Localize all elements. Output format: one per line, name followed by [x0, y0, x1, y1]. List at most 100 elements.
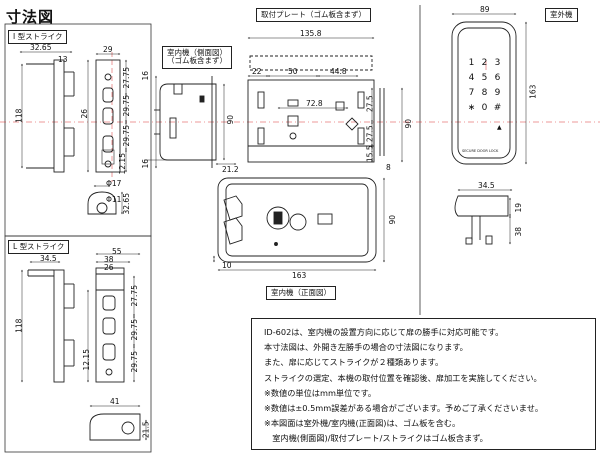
dim-27-75-l: 27.75 — [129, 285, 139, 307]
note-line: また、扉に応じてストライクが２種類あります。 — [264, 357, 444, 368]
dim-phi17: Φ17 — [106, 179, 122, 188]
dim-21-5: 21.5 — [141, 421, 151, 439]
dim-89: 89 — [480, 5, 490, 14]
dim-34-5-outdoor: 34.5 — [478, 181, 495, 190]
dim-27-5-b: 27.5 — [365, 125, 375, 143]
front-view-dims — [213, 177, 385, 271]
dim-29-75-l2: 29.75 — [129, 351, 139, 373]
dim-118-l: 118 — [14, 318, 24, 333]
key-6: 6 — [494, 73, 501, 83]
note-line: ※数値の単位はmm単位です。 — [264, 387, 377, 398]
dim-32-65-detail: 32.65 — [121, 193, 131, 215]
dim-41: 41 — [110, 397, 120, 406]
l-strike-dims — [21, 253, 141, 383]
key-hash: # — [493, 103, 502, 113]
dim-32-65: 32.65 — [30, 43, 52, 52]
dim-163-outdoor: 163 — [528, 84, 538, 99]
l-strike-side-plate — [53, 269, 65, 383]
dim-16-top: 16 — [141, 70, 151, 81]
dim-90-plate: 90 — [404, 118, 414, 129]
note-line: ストライクの選定、本機の取付位置を確認後、扉加工を実施してください。 — [264, 372, 542, 383]
note-line: ※数値は±0.5mm誤差がある場合がございます。予めご了承くださいませ。 — [264, 403, 544, 414]
dim-16-bottom: 16 — [141, 158, 151, 169]
dim-12-15-l: 12.15 — [81, 349, 91, 371]
notes-box: ID-602は、室内機の設置方向に応じて扉の勝手に対応可能です。 本寸法図は、外… — [251, 318, 596, 450]
panel-frames — [4, 5, 421, 453]
dim-118-i: 118 — [14, 108, 24, 123]
i-strike-detail — [87, 185, 123, 215]
dim-29: 29 — [103, 45, 113, 54]
note-line: ※本図面は室外機/室内機(正面図)は、ゴム板を含む。 — [264, 418, 461, 429]
dim-29-75-i2: 29.75 — [121, 125, 131, 147]
key-5: 5 — [481, 73, 488, 83]
dim-26-i: 26 — [80, 108, 90, 119]
i-strike-drawing — [26, 59, 121, 173]
outdoor-unit-drawing — [451, 21, 517, 165]
l-strike-front-plate — [95, 267, 125, 383]
outdoor-unit-dims — [451, 13, 527, 245]
keypad: 1 2 3 4 5 6 7 8 9 ∗ 0 # ▲ — [465, 58, 503, 131]
key-star: ∗ — [467, 103, 476, 113]
side-view-dims — [155, 75, 237, 169]
plate-label: 取付プレート（ゴム板含まず） — [256, 8, 371, 23]
dim-34-5-l: 34.5 — [40, 254, 57, 263]
i-strike-label: I 型ストライク — [8, 30, 68, 45]
l-strike-detail — [89, 405, 147, 441]
dim-29-75-i: 29.75 — [121, 95, 131, 117]
dim-90-side: 90 — [226, 114, 236, 125]
side-view-label-sub: （ゴム板含まず） — [167, 56, 227, 66]
front-view-drawing — [217, 177, 377, 263]
l-strike-label: L 型ストライク — [8, 240, 70, 255]
note-line: ID-602は、室内機の設置方向に応じて扉の勝手に対応可能です。 — [264, 327, 504, 337]
dim-38: 38 — [104, 255, 114, 264]
outdoor-side-drawing — [454, 195, 509, 245]
page-title: 寸法図 — [6, 8, 55, 26]
side-view-label-main: 室内機（側面図） — [167, 48, 227, 57]
i-strike-side-plate — [53, 59, 65, 173]
i-strike-front-plate — [95, 59, 121, 173]
note-line: 室内機(側面図)/取付プレート/ストライクはゴム板含まず。 — [264, 433, 488, 444]
note-line: 本寸法図は、外開き左勝手の場合の寸法図になります。 — [264, 342, 468, 353]
dim-50: 50 — [288, 67, 298, 76]
i-strike-dims — [19, 51, 127, 173]
dim-13: 13 — [58, 55, 68, 64]
dim-29-75-l: 29.75 — [129, 319, 139, 341]
dim-19: 19 — [514, 202, 524, 213]
dim-phi11: Φ11 — [106, 195, 122, 204]
side-view-drawing — [144, 76, 217, 168]
key-3: 3 — [494, 58, 501, 68]
dim-15-5: 15.5 — [365, 145, 375, 163]
key-9: 9 — [494, 88, 501, 98]
dim-26-l: 26 — [104, 263, 114, 272]
dim-10: 10 — [222, 261, 232, 270]
key-2: 2 — [481, 58, 488, 68]
key-1: 1 — [468, 58, 475, 68]
dim-27-75-i: 27.75 — [121, 67, 131, 89]
key-enter: ▲ — [497, 124, 502, 131]
dim-135-8: 135.8 — [300, 29, 322, 38]
side-view-label: 室内機（側面図） （ゴム板含まず） — [162, 46, 232, 69]
outdoor-label: 室外機 — [545, 8, 578, 23]
dim-21-2: 21.2 — [222, 165, 239, 174]
dim-163-front: 163 — [292, 271, 307, 280]
front-view-label: 室内機（正面図） — [266, 286, 336, 301]
l-strike-frame — [4, 235, 152, 453]
dim-38-outdoor: 38 — [514, 226, 524, 237]
dim-44-8: 44.8 — [330, 67, 347, 76]
dim-90-front: 90 — [388, 214, 398, 225]
mounting-plate-dims — [247, 37, 403, 163]
key-4: 4 — [468, 73, 475, 83]
key-7: 7 — [468, 88, 475, 98]
dim-55: 55 — [112, 247, 122, 256]
dim-12-15: 12.15 — [117, 153, 127, 175]
dim-8: 8 — [386, 163, 391, 172]
key-0: 0 — [481, 103, 488, 113]
key-8: 8 — [481, 88, 488, 98]
mounting-plate-drawing — [247, 55, 385, 163]
dim-72-8: 72.8 — [306, 99, 323, 108]
keypad-brand: SECURE DOOR LOCK — [462, 149, 499, 153]
dim-27-5-a: 27.5 — [365, 95, 375, 113]
dim-22: 22 — [252, 67, 262, 76]
